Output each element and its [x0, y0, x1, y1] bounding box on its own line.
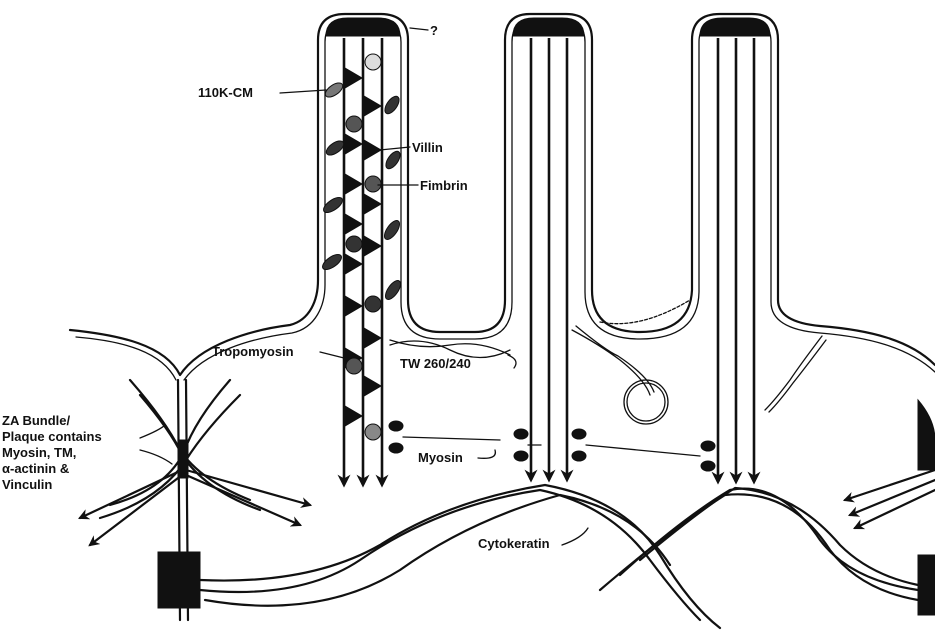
plasma-membrane — [70, 14, 935, 620]
label-za-line-5: Vinculin — [2, 477, 52, 492]
label-za-line-4: α-actinin & — [2, 461, 69, 476]
diagram-labels: ? 110K-CM Villin Fimbrin Tropomyosin TW … — [2, 23, 550, 551]
label-tropomyosin: Tropomyosin — [212, 344, 294, 359]
za-bundle — [80, 380, 310, 545]
label-za-line-3: Myosin, TM, — [2, 445, 76, 460]
label-myosin: Myosin — [418, 450, 463, 465]
label-villin: Villin — [412, 140, 443, 155]
za-bundle-right — [845, 400, 935, 528]
cytokeratin-filaments — [200, 485, 918, 628]
label-cytokeratin: Cytokeratin — [478, 536, 550, 551]
label-tw-260-240: TW 260/240 — [400, 356, 471, 371]
label-unknown-cap: ? — [430, 23, 438, 38]
actin-core-bundle-3 — [718, 38, 754, 482]
label-fimbrin: Fimbrin — [420, 178, 468, 193]
actin-core-bundle-2 — [531, 38, 567, 480]
label-za-line-1: ZA Bundle/ — [2, 413, 71, 428]
label-110k-cm: 110K-CM — [198, 85, 253, 100]
microvillus-tip-caps — [326, 18, 770, 36]
label-za-line-2: Plaque contains — [2, 429, 102, 444]
